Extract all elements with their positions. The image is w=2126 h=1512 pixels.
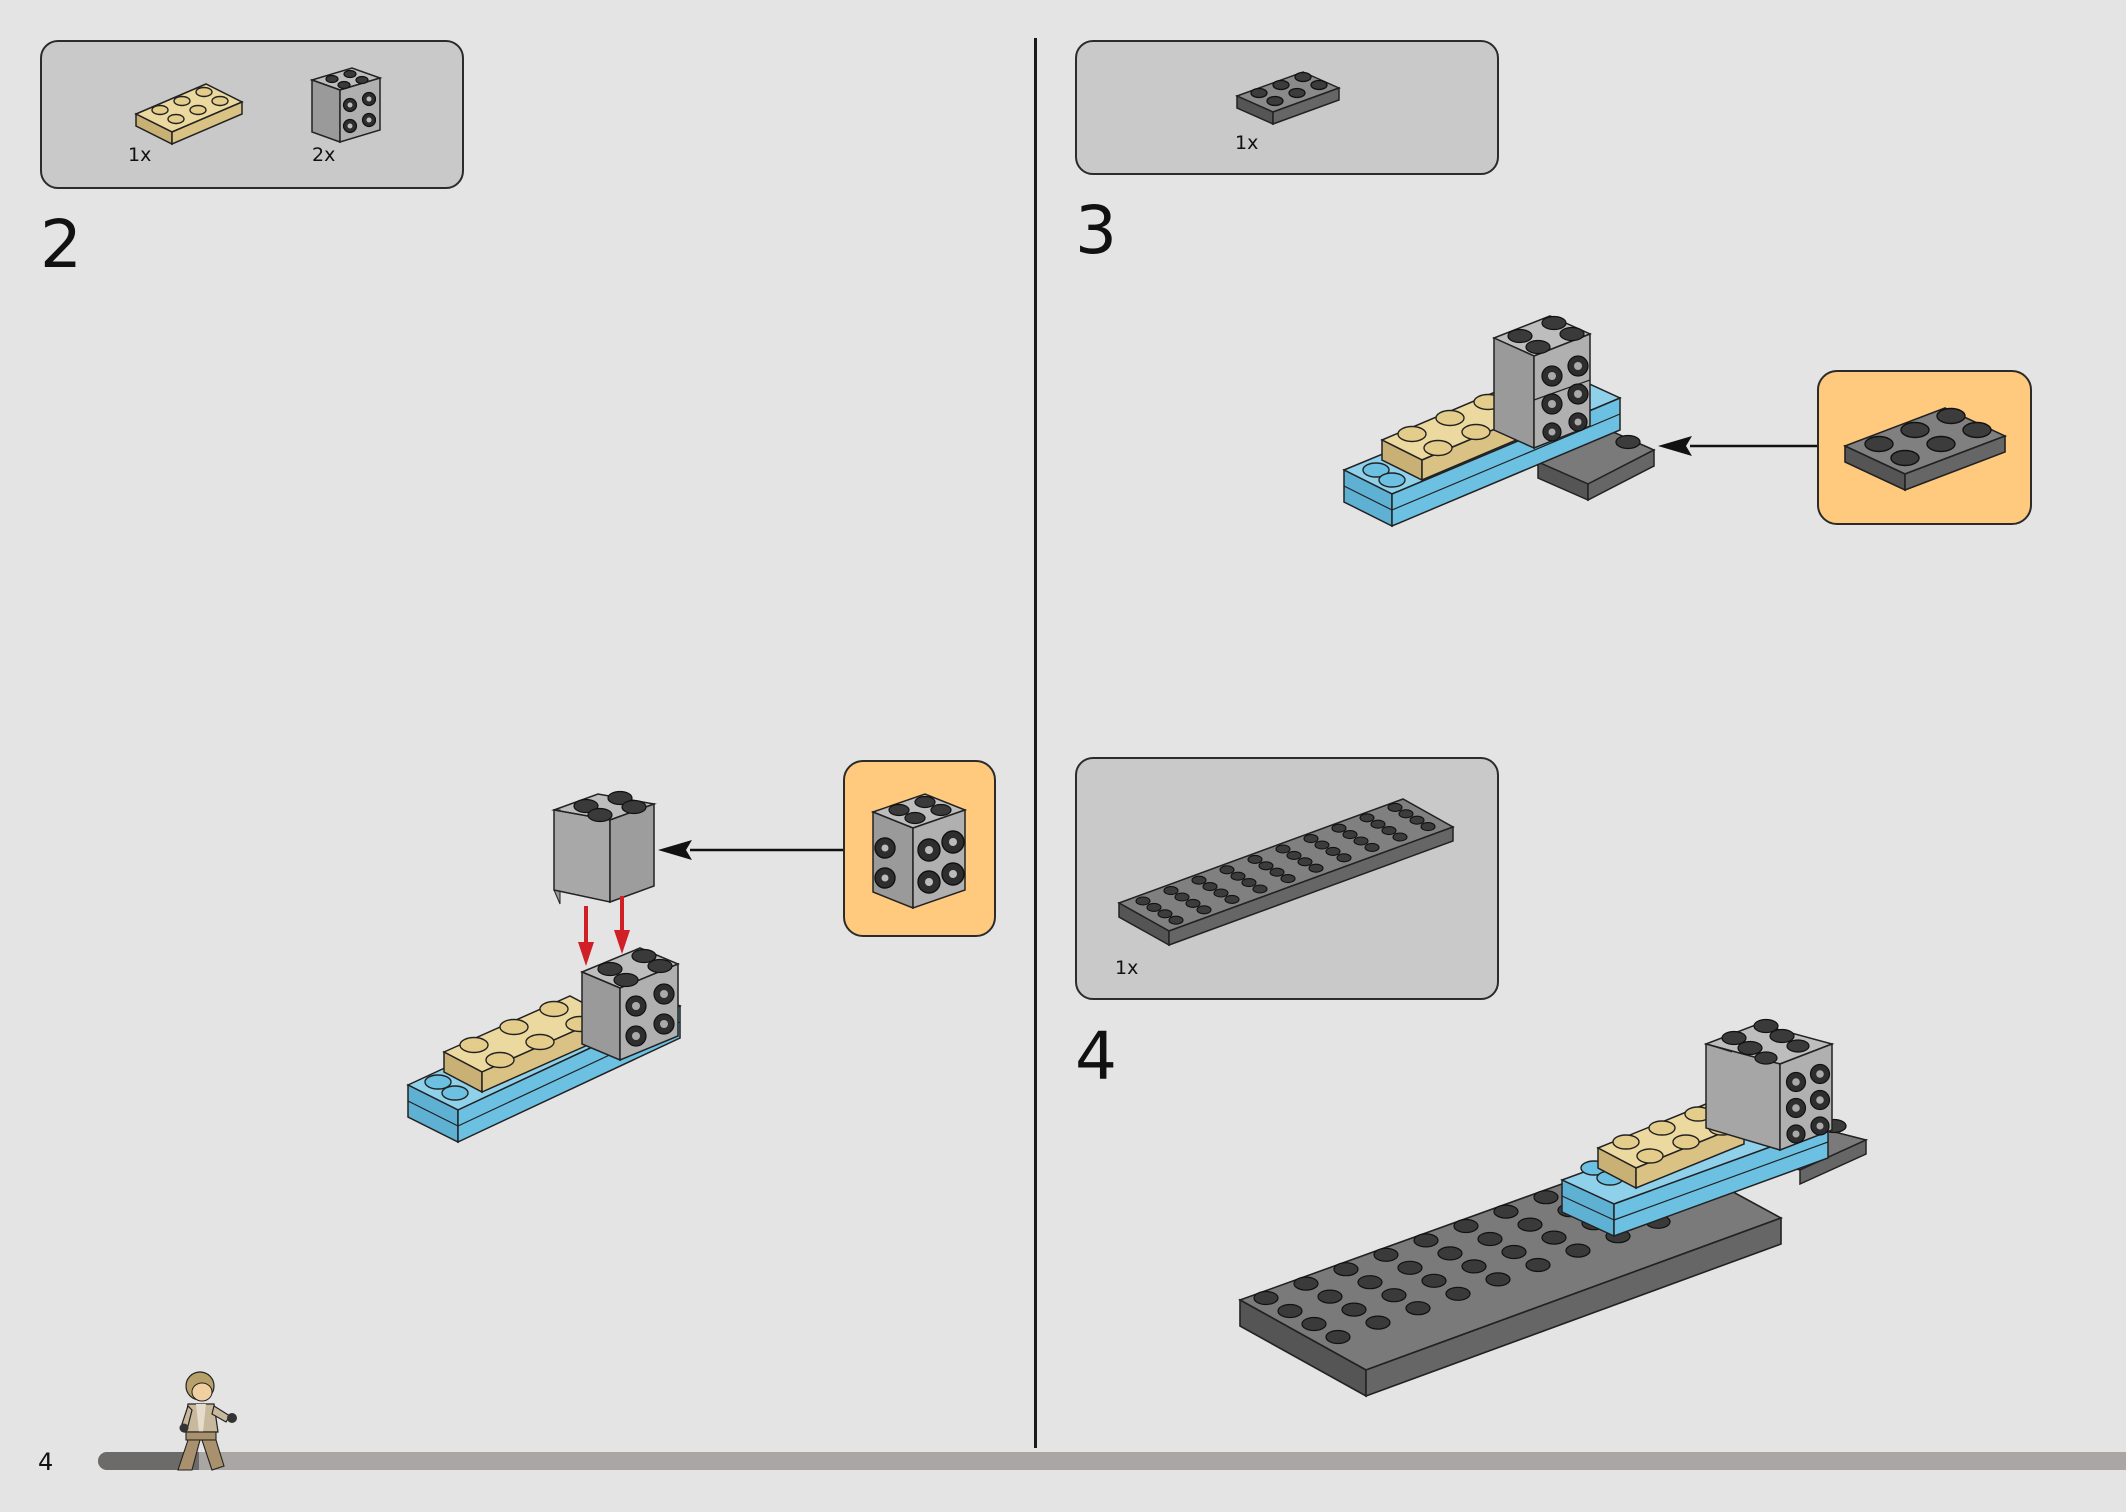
callout-step-3 [1817,370,2032,525]
stud [1163,886,1179,896]
stud [1405,1301,1431,1316]
stud [1541,1230,1567,1245]
arrow-left-icon [1658,436,1820,456]
stud [1286,850,1302,860]
stud [1387,802,1403,812]
part-quantity: 2x [312,144,336,166]
stud [1420,822,1436,832]
stud [1373,1247,1399,1262]
stud [1185,898,1201,908]
callout-step-2 [843,760,996,937]
stud [1297,857,1313,867]
stud [1461,1259,1487,1274]
stud [1381,826,1397,836]
grey-brick-part-icon [309,67,383,144]
stud [1269,867,1285,877]
stud [1364,842,1380,852]
stud [1325,846,1341,856]
stud [1317,1289,1343,1304]
stud [1370,819,1386,829]
stud [1168,915,1184,925]
progress-bar-fill [98,1452,199,1470]
stud [1525,1257,1551,1273]
step-number: 3 [1075,192,1117,269]
stud [1485,1272,1511,1287]
part-quantity: 1x [128,144,152,166]
stud [1353,836,1369,846]
stud [1341,1302,1367,1317]
stud [1253,1290,1279,1306]
stud [1314,840,1330,850]
stud [1397,1260,1423,1275]
dark-grey-large-plate-part-icon [1117,798,1455,947]
stud [1533,1190,1559,1205]
stud [1247,854,1263,864]
stud [1336,853,1352,863]
progress-bar [98,1452,2126,1470]
stud [1213,888,1229,898]
stud [1252,884,1268,894]
stud [1517,1217,1543,1232]
stud [1230,871,1246,881]
stud [1392,832,1408,842]
stud [1357,1275,1383,1290]
page-divider [1034,38,1037,1448]
part-quantity: 1x [1235,132,1259,154]
stud [1280,874,1296,884]
stud [1398,809,1414,819]
grey-brick-callout-icon [870,793,968,910]
arrow-down-red-icon [578,896,630,966]
stud [1191,875,1207,885]
stud [1359,813,1375,823]
stud [1333,1262,1359,1277]
page-number: 4 [38,1448,54,1476]
stud [1325,1329,1351,1345]
stud [1413,1233,1439,1248]
stud [1303,834,1319,844]
stud [1477,1231,1503,1247]
parts-box-step-3: 1x [1075,40,1499,175]
stud [1293,1276,1319,1291]
parts-box-step-2: 1x 2x [40,40,464,189]
stud [1437,1246,1463,1261]
step-number: 2 [40,206,82,283]
dark-grey-plate-callout-icon [1842,407,2008,492]
stud [1241,878,1257,888]
stud [1258,861,1274,871]
minifigure-icon [177,1371,237,1471]
step-4-model-illustration [1238,1018,1869,1398]
tan-plate-part-icon [134,83,244,146]
stud [1146,902,1162,912]
arrow-left-icon [658,840,844,860]
stud [1342,830,1358,840]
stud [1501,1244,1527,1260]
dark-grey-plate-part-icon [1234,71,1342,126]
step-3-model-illustration [1342,315,1820,528]
stud [1453,1218,1479,1234]
stud [1157,909,1173,919]
stud [1174,892,1190,902]
parts-box-step-4: 1x [1075,757,1499,1000]
stud [1275,844,1291,854]
stud [1277,1303,1303,1319]
stud [1308,863,1324,873]
step-2-model-illustration [406,790,844,1144]
stud [1409,815,1425,825]
stud [1421,1273,1447,1288]
stud [1219,865,1235,875]
stud [1202,882,1218,892]
stud [1331,823,1347,833]
stud [1381,1288,1407,1303]
stud [1224,894,1240,904]
stud [1493,1204,1519,1219]
part-quantity: 1x [1115,957,1139,979]
stud [1196,905,1212,915]
stud [1365,1315,1391,1330]
stud [1301,1316,1327,1332]
step-number: 4 [1075,1018,1117,1095]
stud [1565,1243,1591,1258]
stud [1135,896,1151,906]
stud [1445,1286,1471,1301]
